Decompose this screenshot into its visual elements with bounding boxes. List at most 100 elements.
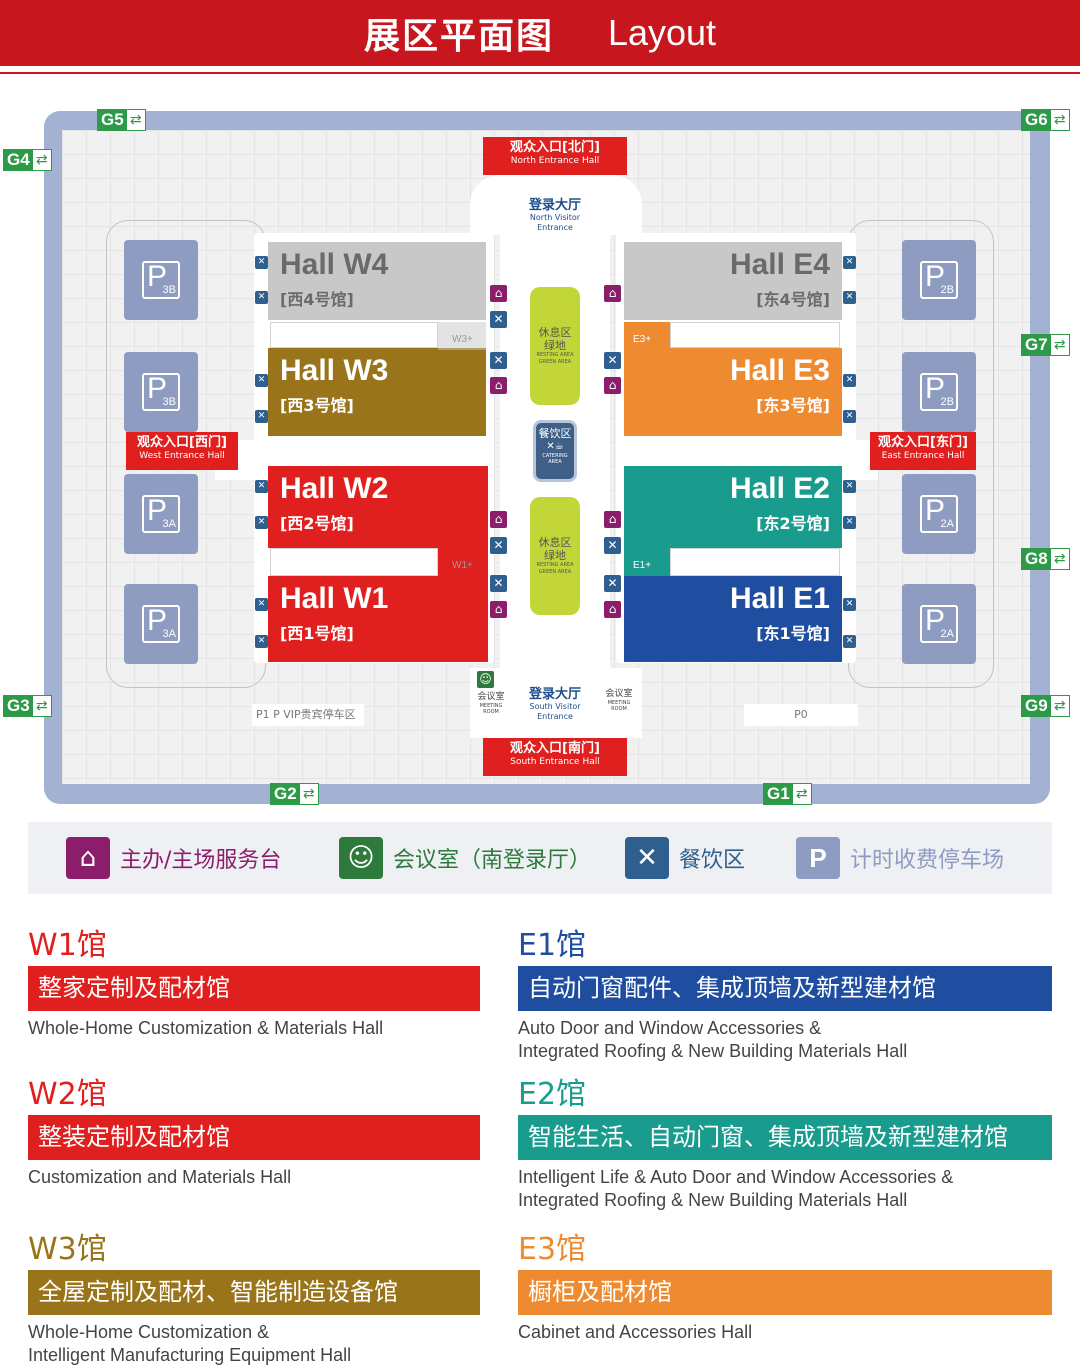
catering-icon[interactable]: ✕ [843,635,856,648]
service-desk-icon[interactable]: ⌂ [604,377,621,394]
gate-g6[interactable]: G6⇄ [1021,109,1070,131]
page-title-zh: 展区平面图 [363,16,554,57]
catering-icon[interactable]: ✕ [604,352,621,369]
service-desk-icon[interactable]: ⌂ [604,511,621,528]
hall-w1[interactable]: Hall W1[西1号馆] [268,576,488,662]
service-desk-icon[interactable]: ⌂ [490,285,507,302]
w4-w3-passage [270,322,438,348]
catering-icon[interactable]: ✕ [843,291,856,304]
gate-g2[interactable]: G2⇄ [270,783,319,805]
legend-parking: P 计时收费停车场 [796,837,1004,879]
desc-e2-zh: 智能生活、自动门窗、集成顶墙及新型建材馆 [518,1115,1052,1160]
catering-icon[interactable]: ✕ [490,311,507,328]
catering-icon[interactable]: ✕ [490,352,507,369]
exchange-icon: ⇄ [1053,337,1066,353]
catering-icon[interactable]: ✕ [255,291,268,304]
gate-g7[interactable]: G7⇄ [1021,334,1070,356]
exchange-icon: ⇄ [35,152,48,168]
catering-icon[interactable]: ✕ [604,537,621,554]
gate-g4[interactable]: G4⇄ [3,149,52,171]
catering-icon[interactable]: ✕ [255,598,268,611]
meeting-room-icon[interactable]: ☺ [477,671,494,688]
catering-icon[interactable]: ✕ [255,410,268,423]
e3-plus-label: E3+ [633,334,652,345]
catering-icon: ✕☕ [546,441,564,452]
catering-icon[interactable]: ✕ [843,374,856,387]
desc-w2: W2馆 整装定制及配材馆 Customization and Materials… [28,1077,480,1189]
exchange-icon: ⇄ [1053,112,1066,128]
desc-e1-zh: 自动门窗配件、集成顶墙及新型建材馆 [518,966,1052,1011]
desc-e1-en: Auto Door and Window Accessories & Integ… [518,1018,908,1061]
w1-plus-label: W1+ [452,560,473,571]
catering-icon[interactable]: ✕ [255,480,268,493]
desc-e2-en: Intelligent Life & Auto Door and Window … [518,1167,954,1210]
legend-service-desk: ⌂ 主办/主场服务台 [66,837,281,879]
catering-icon: ✕ [625,837,669,879]
desc-w2-title: W2馆 [28,1077,107,1112]
catering-icon[interactable]: ✕ [843,480,856,493]
south-entrance[interactable]: 观众入口[南门]South Entrance Hall [483,738,627,776]
service-desk-icon[interactable]: ⌂ [604,285,621,302]
map-legend: ⌂ 主办/主场服务台 ☺ 会议室（南登录厅） ✕ 餐饮区 P 计时收费停车场 [28,822,1052,894]
desc-e2-title: E2馆 [518,1077,587,1112]
catering-icon[interactable]: ✕ [490,537,507,554]
hall-e4[interactable]: Hall E4[东4号馆] [624,242,842,320]
north-entrance[interactable]: 观众入口[北门]North Entrance Hall [483,137,627,175]
catering-icon[interactable]: ✕ [843,598,856,611]
gate-g5[interactable]: G5⇄ [97,109,146,131]
catering-icon[interactable]: ✕ [604,575,621,592]
hall-e3[interactable]: Hall E3[东3号馆] [624,348,842,436]
hall-e2[interactable]: Hall E2[东2号馆] [624,466,842,548]
desc-w3: W3馆 全屋定制及配材、智能制造设备馆 Whole-Home Customiza… [28,1232,480,1366]
desc-e3-zh: 橱柜及配材馆 [518,1270,1052,1315]
east-entrance[interactable]: 观众入口[东门]East Entrance Hall [870,432,976,470]
gate-g3[interactable]: G3⇄ [3,695,52,717]
desc-w2-en: Customization and Materials Hall [28,1167,292,1187]
catering-icon[interactable]: ✕ [843,516,856,529]
page-header: 展区平面图 Layout [0,0,1080,66]
service-desk-icon[interactable]: ⌂ [604,601,621,618]
hall-w2[interactable]: Hall W2[西2号馆] [268,466,488,548]
west-entrance[interactable]: 观众入口[西门]West Entrance Hall [126,432,238,470]
exchange-icon: ⇄ [129,112,142,128]
catering-icon[interactable]: ✕ [255,374,268,387]
gate-g9[interactable]: G9⇄ [1021,695,1070,717]
hall-e1-plus [624,548,670,578]
catering-icon[interactable]: ✕ [255,516,268,529]
service-desk-icon[interactable]: ⌂ [490,601,507,618]
p0-parking-zone[interactable]: P0 [744,704,858,726]
hall-w4[interactable]: Hall W4[西4号馆] [268,242,486,320]
catering-icon[interactable]: ✕ [843,256,856,269]
vip-parking-zone[interactable]: P1 P VIP贵宾停车区 [252,704,364,726]
hall-w3[interactable]: Hall W3[西3号馆] [268,348,486,436]
catering-icon[interactable]: ✕ [255,635,268,648]
catering-icon[interactable]: ✕ [490,575,507,592]
service-desk-icon[interactable]: ⌂ [490,511,507,528]
desc-w3-en: Whole-Home Customization & Intelligent M… [28,1322,352,1365]
e2-e1-passage [670,548,840,576]
hall-w3-plus [438,322,486,350]
hall-e1[interactable]: Hall E1[东1号馆] [624,576,842,662]
gate-g1[interactable]: G1⇄ [763,783,812,805]
desc-e1-title: E1馆 [518,928,587,963]
gate-g8[interactable]: G8⇄ [1021,548,1070,570]
south-lobby-area [470,668,642,738]
service-desk-icon[interactable]: ⌂ [490,377,507,394]
catering-icon[interactable]: ✕ [843,410,856,423]
catering-icon[interactable]: ✕ [255,256,268,269]
